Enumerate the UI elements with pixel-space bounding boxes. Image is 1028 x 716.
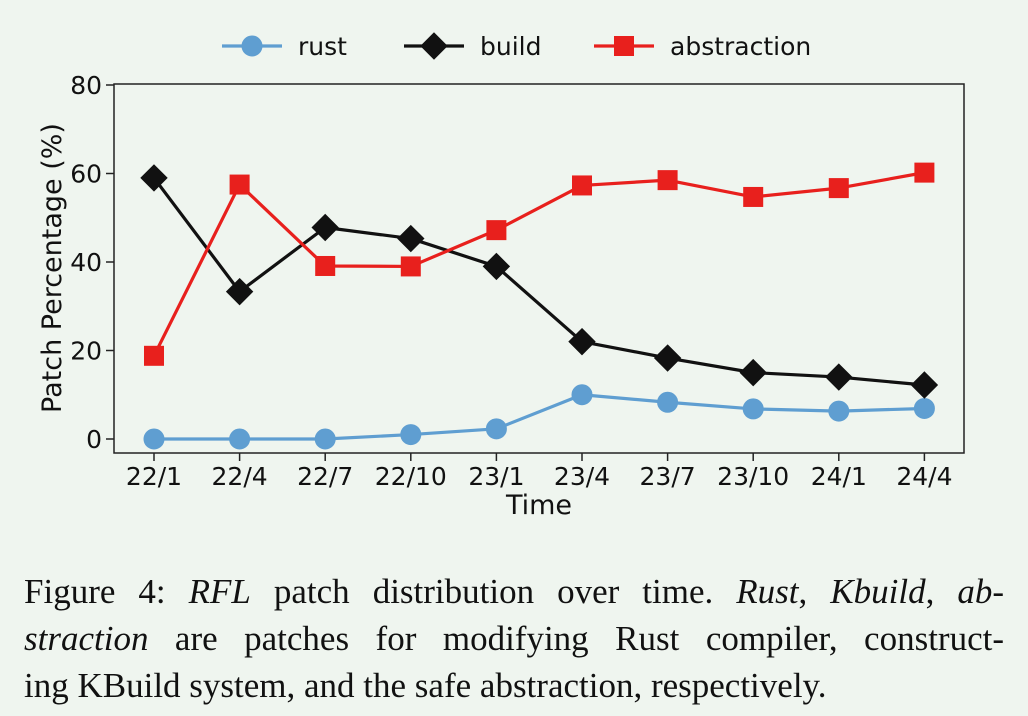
legend-marker-abstraction	[614, 36, 634, 56]
data-point-abstraction	[572, 175, 592, 196]
legend-marker-build	[420, 32, 448, 60]
caption-line-2: straction are patches for modifying Rust…	[24, 619, 1004, 658]
data-point-abstraction	[828, 178, 849, 199]
data-point-abstraction	[229, 174, 250, 195]
data-point-rust	[314, 428, 336, 450]
x-tick-label: 23/1	[468, 462, 524, 491]
caption-line-3: ing KBuild system, and the safe abstract…	[24, 666, 827, 705]
data-point-build	[739, 358, 767, 387]
data-point-build	[225, 277, 254, 306]
data-point-rust	[229, 428, 251, 450]
caption-line-1: Figure 4: RFL patch distribution over ti…	[24, 572, 1005, 611]
x-tick-label: 24/4	[896, 462, 952, 491]
data-point-rust	[400, 424, 422, 446]
data-point-abstraction	[914, 162, 935, 183]
data-point-build	[568, 327, 596, 356]
legend-item-rust: rust	[222, 32, 347, 61]
x-tick-label: 22/4	[212, 462, 268, 491]
data-point-rust	[913, 397, 935, 419]
data-point-rust	[485, 418, 507, 440]
data-point-build	[825, 363, 853, 391]
x-tick-label: 23/10	[717, 462, 789, 491]
series-line-build	[152, 176, 925, 387]
data-point-rust	[571, 384, 593, 406]
series-line-abstraction	[152, 171, 925, 357]
y-axis-label: Patch Percentage (%)	[37, 123, 68, 413]
x-axis: 22/1 22/4 22/7 22/10 23/1 23/4 23/7 23/10 24/1 24…	[126, 453, 952, 491]
y-tick-label: 60	[70, 160, 102, 189]
data-point-build	[482, 252, 511, 281]
data-point-build	[653, 344, 682, 372]
data-point-build	[140, 164, 168, 192]
series-build	[140, 164, 939, 399]
data-point-build	[397, 224, 425, 253]
legend-label-rust: rust	[298, 32, 347, 61]
y-axis: 0 20 40 60 80	[70, 71, 114, 454]
series-rust	[143, 384, 935, 450]
legend-item-abstraction: abstraction	[594, 32, 811, 61]
data-point-abstraction	[315, 255, 336, 276]
data-point-build	[311, 213, 339, 242]
series-abstraction	[144, 162, 935, 366]
data-point-abstraction	[400, 256, 421, 277]
x-tick-label: 22/7	[297, 462, 353, 491]
data-point-build	[910, 371, 939, 399]
y-tick-label: 20	[70, 337, 102, 366]
y-tick-label: 0	[86, 425, 102, 454]
data-point-rust	[657, 391, 679, 413]
data-point-abstraction	[486, 220, 507, 241]
data-point-abstraction	[657, 170, 678, 191]
plot-area	[113, 83, 965, 454]
x-tick-label: 22/1	[126, 462, 182, 491]
x-axis-label: Time	[505, 490, 572, 521]
y-tick-label: 80	[70, 71, 102, 100]
series-line-rust	[154, 393, 925, 441]
legend-label-abstraction: abstraction	[670, 32, 811, 61]
figure-caption: Figure 4: RFL patch distribution over ti…	[24, 568, 1004, 709]
x-tick-label: 23/4	[554, 462, 610, 491]
data-point-rust	[828, 400, 850, 422]
x-tick-label: 24/1	[811, 462, 867, 491]
legend-item-build: build	[404, 32, 541, 61]
data-point-abstraction	[144, 345, 164, 366]
y-tick-label: 40	[70, 248, 102, 277]
legend-marker-rust	[241, 35, 263, 57]
data-point-abstraction	[743, 186, 764, 207]
data-point-rust	[143, 428, 165, 450]
x-tick-label: 22/10	[375, 462, 447, 491]
series-layer	[140, 162, 939, 450]
legend-label-build: build	[480, 32, 541, 61]
x-tick-label: 23/7	[640, 462, 696, 491]
data-point-rust	[742, 398, 764, 420]
legend: rust build abstraction	[222, 32, 811, 61]
